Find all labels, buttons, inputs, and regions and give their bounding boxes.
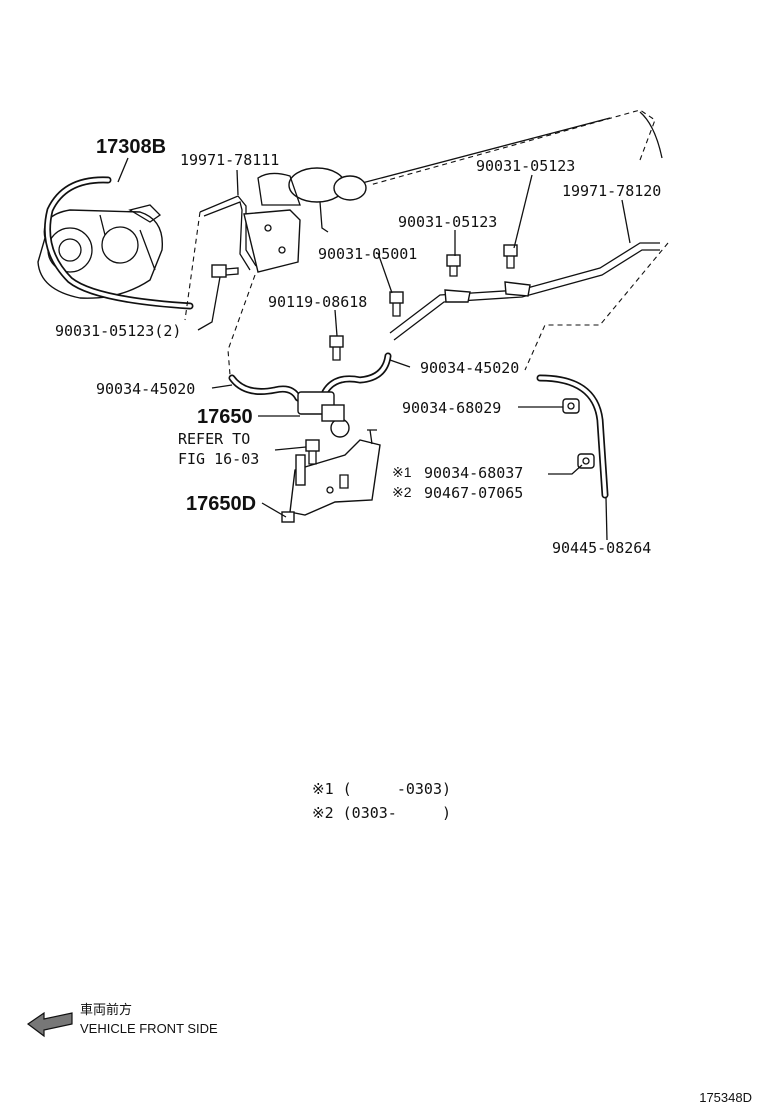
bolt-90119-08618: [329, 335, 344, 361]
direction-english: VEHICLE FRONT SIDE: [80, 1021, 218, 1036]
label-90119-08618: 90119-08618: [268, 293, 367, 311]
label-90034-68029: 90034-68029: [402, 399, 501, 417]
turbocharger: [37, 204, 164, 299]
label-90031-05123-top: 90031-05123: [476, 157, 575, 175]
label-90031-05123-mid: 90031-05123: [398, 213, 497, 231]
note-1: ※1 ( -0303): [312, 780, 451, 798]
pipe-19971-78120: [389, 242, 660, 334]
label-90445-08264: 90445-08264: [552, 539, 651, 557]
label-90034-45020-right: 90034-45020: [420, 359, 519, 377]
label-17650d: 17650D: [186, 493, 256, 515]
bolt-90031-05001: [389, 291, 404, 317]
diagram-artwork: [37, 109, 669, 541]
label-19971-78120: 19971-78120: [562, 182, 661, 200]
bolt-refer: [305, 439, 320, 465]
label-refer-to: REFER TO: [178, 430, 250, 448]
pipe-19971-78111: [199, 195, 257, 267]
bolt-90031-05123-b: [446, 254, 461, 277]
bolt-90031-05123-c: [503, 244, 518, 269]
label-note1-mark: ※1: [392, 464, 412, 480]
arrow-left-icon: [26, 1011, 73, 1038]
bracket: [243, 209, 301, 273]
label-90031-05123-2: 90031-05123(2): [55, 322, 181, 340]
note-2: ※2 (0303- ): [312, 804, 451, 822]
label-90467-07065: 90467-07065: [424, 484, 523, 502]
clamp-90034-68037: [577, 453, 595, 469]
label-note2-mark: ※2: [392, 484, 412, 500]
vehicle-front-indicator: 車両前方 VEHICLE FRONT SIDE: [26, 1002, 218, 1038]
label-90034-68037: 90034-68037: [424, 464, 523, 482]
direction-japanese: 車両前方: [80, 1002, 132, 1017]
label-fig-ref: FIG 16-03: [178, 450, 259, 468]
bracket-17650d: [281, 429, 381, 523]
figure-id: 175348D: [699, 1090, 752, 1105]
label-17650: 17650: [197, 406, 253, 428]
label-17308b: 17308B: [96, 136, 166, 158]
bolt-90031-05123-a: [211, 264, 239, 278]
vsv-17650: [297, 391, 350, 438]
label-90034-45020-left: 90034-45020: [96, 380, 195, 398]
clamp-90034-68029: [562, 398, 580, 414]
label-19971-78111: 19971-78111: [180, 151, 279, 169]
label-90031-05001: 90031-05001: [318, 245, 417, 263]
hose-90445-08264: [536, 374, 609, 499]
